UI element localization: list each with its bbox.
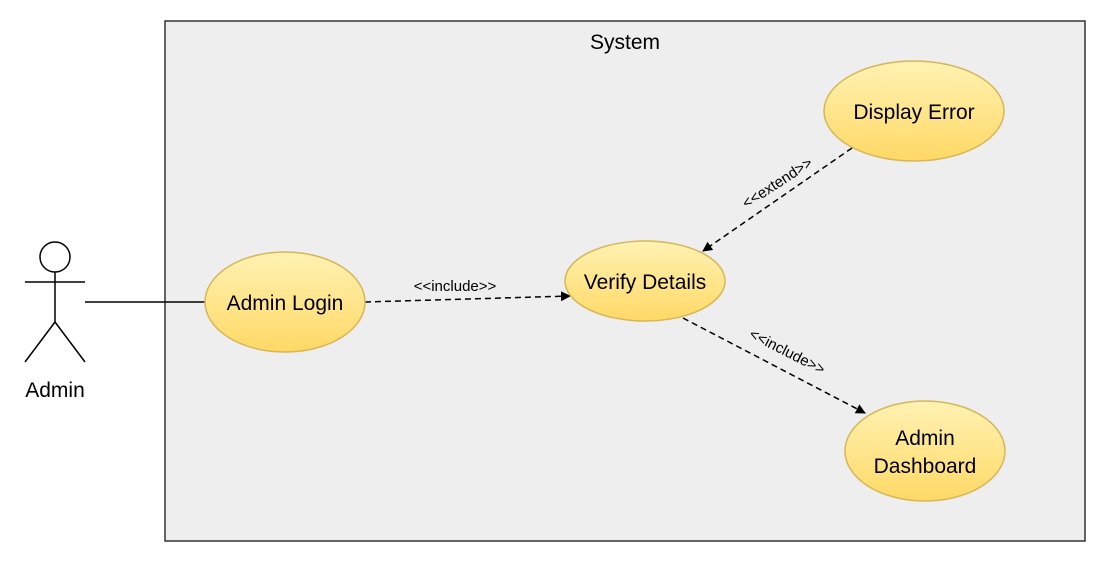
actor-label: Admin — [25, 379, 85, 402]
usecase-ellipse — [204, 251, 366, 353]
include-arrow-verify-dashboard — [682, 317, 866, 414]
usecase-ellipse — [844, 400, 1006, 502]
actor-left-leg — [24, 321, 56, 363]
usecase-label: Verify Details — [584, 271, 707, 294]
include-label-login-verify: <<include>> — [414, 278, 497, 295]
actor-admin[interactable]: Admin — [24, 241, 86, 402]
actor-right-leg — [54, 321, 86, 363]
usecase-label-line2: Dashboard — [874, 455, 977, 478]
usecase-label: Display Error — [853, 101, 974, 124]
extend-arrow-error-verify — [702, 147, 853, 252]
usecase-label: Admin Login — [227, 292, 344, 315]
usecase-ellipse — [564, 240, 726, 322]
usecase-verify-details[interactable]: Verify Details — [564, 240, 726, 322]
usecase-label-line1: Admin — [895, 427, 955, 450]
actor-head — [39, 241, 71, 273]
include-arrow-login-verify — [364, 291, 571, 303]
usecase-admin-login[interactable]: Admin Login — [204, 251, 366, 353]
usecase-admin-dashboard[interactable]: Admin Dashboard — [844, 400, 1006, 502]
system-label: System — [590, 31, 660, 54]
usecase-ellipse — [823, 60, 1005, 162]
usecase-display-error[interactable]: Display Error — [823, 60, 1005, 162]
